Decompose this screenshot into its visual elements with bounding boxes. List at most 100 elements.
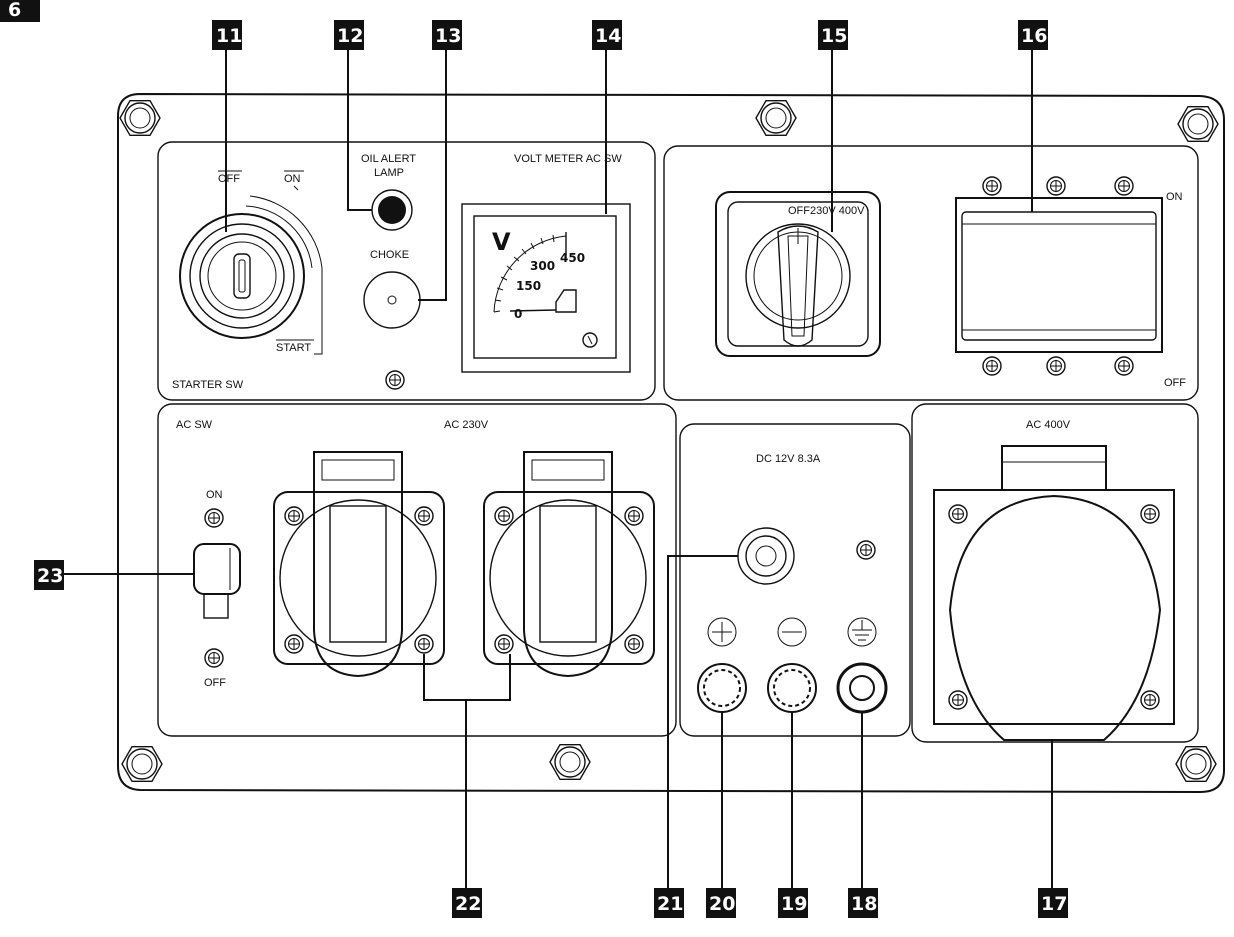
callout-21: 21	[654, 888, 684, 918]
ac-sw-screw-bottom	[204, 648, 224, 668]
leader-lines	[64, 50, 1053, 888]
svg-text:6: 6	[8, 0, 21, 21]
callout-15: 15	[818, 20, 848, 50]
ac230-left-screw-1	[284, 506, 304, 526]
meter-tick-150: 150	[516, 279, 541, 293]
dc-minus-symbol	[777, 617, 807, 647]
meter-unit-v: V	[492, 228, 511, 256]
ac400-screw-3	[948, 690, 968, 710]
svg-text:22: 22	[455, 893, 481, 915]
breaker-screw-6	[1114, 356, 1134, 376]
ac-400-label: AC 400V	[1026, 419, 1071, 431]
svg-text:19: 19	[781, 893, 807, 915]
callout-17: 17	[1038, 888, 1068, 918]
circuit-breaker[interactable]	[955, 197, 1163, 353]
ac230-right-screw-1	[494, 506, 514, 526]
plate-bolt-bottom-right	[1175, 746, 1217, 782]
plate-bolt-top-left	[119, 99, 161, 137]
ground-terminal[interactable]	[836, 662, 888, 714]
volt-meter-label: VOLT METER AC SW	[514, 153, 622, 165]
voltage-selector-switch[interactable]	[715, 191, 881, 357]
callout-13: 13	[432, 20, 462, 50]
callout-16: 16	[1018, 20, 1048, 50]
breaker-screw-5	[1046, 356, 1066, 376]
meter-tick-450: 450	[560, 251, 585, 265]
dc-positive-terminal[interactable]	[697, 663, 747, 713]
callout-20: 20	[706, 888, 736, 918]
meter-tick-300: 300	[530, 259, 555, 273]
breaker-screw-2	[1046, 176, 1066, 196]
ac400-socket[interactable]	[933, 445, 1175, 741]
breaker-screw-1	[982, 176, 1002, 196]
svg-text:16: 16	[1021, 25, 1047, 47]
breaker-screw-4	[982, 356, 1002, 376]
plate-bolt-bottom-left	[121, 746, 163, 782]
starter-panel-screw	[385, 370, 405, 390]
plate-bolt-top-right	[1177, 105, 1219, 143]
ac230-right-screw-3	[494, 634, 514, 654]
ac230-panel	[157, 403, 677, 737]
volt-meter: V 0 150 300 450	[461, 203, 631, 373]
svg-text:20: 20	[709, 893, 735, 915]
ac230-left-screw-3	[284, 634, 304, 654]
dc-plus-symbol	[707, 617, 737, 647]
svg-text:21: 21	[657, 893, 683, 915]
ac400-screw-4	[1140, 690, 1160, 710]
svg-text:18: 18	[851, 893, 877, 915]
ac-sw-on-label: ON	[206, 489, 223, 501]
breaker-panel	[663, 145, 1199, 401]
svg-text:13: 13	[435, 25, 461, 47]
ac-sw-label: AC SW	[176, 419, 213, 431]
callout-12: 12	[334, 20, 364, 50]
callout-23: 23	[34, 560, 64, 590]
ac230-right-screw-2	[624, 506, 644, 526]
svg-text:11: 11	[216, 25, 242, 47]
ac230-socket-left[interactable]	[273, 451, 445, 678]
ac230-left-screw-2	[414, 506, 434, 526]
starter-off-label: OFF	[218, 173, 240, 185]
callout-11: 11	[212, 20, 242, 50]
ac400-panel	[911, 403, 1199, 743]
ac400-screw-1	[948, 504, 968, 524]
dc-negative-terminal[interactable]	[767, 663, 817, 713]
plate-bolt-top-center	[755, 99, 797, 137]
callout-14: 14	[592, 20, 622, 50]
breaker-screw-3	[1114, 176, 1134, 196]
callout-22: 22	[452, 888, 482, 918]
svg-text:15: 15	[821, 25, 847, 47]
starter-panel	[157, 141, 656, 401]
dc-panel	[679, 423, 911, 737]
choke-label: CHOKE	[370, 249, 409, 261]
dc-panel-screw	[856, 540, 876, 560]
ac400-screw-2	[1140, 504, 1160, 524]
callout-18: 18	[848, 888, 878, 918]
oil-alert-label: OIL ALERT	[361, 153, 416, 165]
corner-badge: 6	[0, 0, 40, 22]
svg-text:12: 12	[337, 25, 363, 47]
ac230-right-screw-4	[624, 634, 644, 654]
ignition-key-switch[interactable]	[179, 213, 305, 339]
ac-toggle-switch[interactable]	[193, 543, 241, 619]
svg-text:14: 14	[595, 25, 621, 47]
plate-bolt-bottom-center	[549, 744, 591, 780]
breaker-on-label: ON	[1166, 191, 1183, 203]
dc-label: DC 12V 8.3A	[756, 453, 821, 465]
ac230-left-screw-4	[414, 634, 434, 654]
ac-sw-screw-top	[204, 508, 224, 528]
ground-symbol	[847, 617, 877, 647]
svg-text:17: 17	[1041, 893, 1067, 915]
meter-tick-0: 0	[514, 307, 522, 321]
starter-start-label: START	[276, 342, 311, 354]
breaker-off-label: OFF	[1164, 377, 1186, 389]
dc-fuse-reset[interactable]	[737, 527, 795, 585]
ac230-socket-right[interactable]	[483, 451, 655, 678]
lamp-label: LAMP	[374, 167, 404, 179]
starter-on-label: ON	[284, 173, 301, 185]
choke-knob[interactable]	[363, 271, 421, 329]
oil-alert-lamp	[371, 189, 413, 231]
selector-label: OFF230V 400V	[788, 205, 865, 217]
svg-text:23: 23	[37, 565, 63, 587]
callout-19: 19	[778, 888, 808, 918]
